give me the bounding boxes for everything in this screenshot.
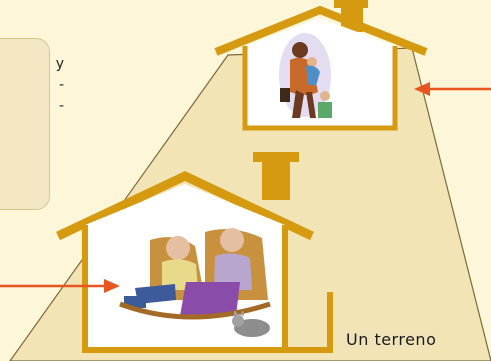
cat-figure <box>232 310 270 337</box>
side-note-box <box>0 38 50 210</box>
side-note-text: y - - <box>55 56 64 114</box>
arrow-right-icon <box>0 279 120 293</box>
mother-and-child-figure <box>279 33 332 118</box>
elderly-couple-figure <box>119 228 271 320</box>
caption-text: Un terreno <box>344 330 439 349</box>
arrow-left-icon <box>414 82 491 96</box>
